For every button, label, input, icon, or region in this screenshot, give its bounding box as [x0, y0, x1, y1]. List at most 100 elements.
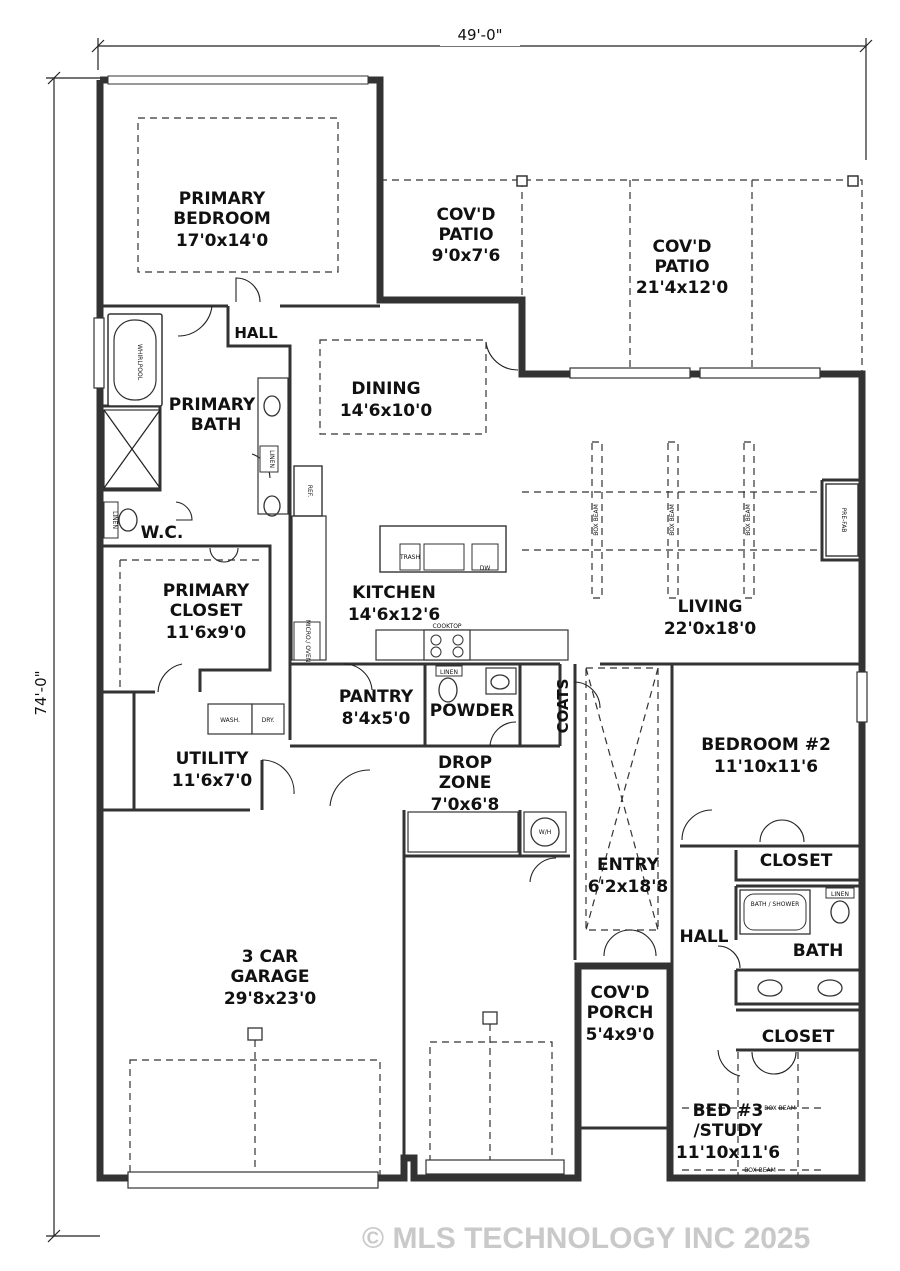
covd-porch-name-2: PORCH [587, 1003, 654, 1023]
dining-name: DINING [351, 379, 420, 399]
overall-depth-dimension: 74'-0" [30, 71, 100, 1243]
living-size: 22'0x18'0 [664, 619, 757, 639]
water-heater [530, 817, 560, 847]
covd-patio-small-size: 9'0x7'6 [432, 246, 501, 266]
primary-bedroom-name-2: BEDROOM [173, 209, 271, 229]
drop-zone-size: 7'0x6'8 [431, 795, 500, 815]
overall-depth-label: 74'-0" [32, 670, 50, 715]
bath-sink-icon [757, 979, 783, 997]
bedroom-2-name: BEDROOM #2 [701, 735, 831, 755]
powder-toilet-icon [438, 677, 458, 703]
entry-name: ENTRY [597, 855, 660, 875]
covd-patio-small-name-2: PATIO [438, 225, 493, 245]
garage-name-2: GARAGE [231, 967, 310, 987]
dining-size: 14'6x10'0 [340, 401, 433, 421]
covd-porch-name-1: COV'D [591, 983, 650, 1003]
whirlpool-tub [107, 313, 163, 407]
powder-linen-label: LINEN [440, 669, 458, 676]
box-beam-label: BOX BEAM [744, 1167, 776, 1174]
dw-label: DW [480, 565, 491, 572]
kitchen-size: 14'6x12'6 [348, 605, 440, 625]
powder-sink-icon [490, 674, 510, 690]
bed-3-name-1: BED #3 [693, 1101, 764, 1121]
whirlpool-label: WHIRLPOOL [136, 344, 143, 381]
garage-size: 29'8x23'0 [224, 989, 317, 1009]
fireplace [825, 483, 859, 557]
bath-toilet-icon [830, 900, 850, 924]
box-beam-label: BOX BEAM [669, 504, 676, 536]
rear-windows [93, 75, 868, 723]
overall-width-dimension: 49'-0" [91, 24, 873, 160]
covd-patio-large-name-1: COV'D [653, 237, 712, 257]
ceiling-features [119, 117, 822, 1189]
living-name: LIVING [678, 597, 743, 617]
wc-linen-label: LINEN [111, 511, 118, 529]
pantry-size: 8'4x5'0 [342, 709, 411, 729]
closet-upper-name: CLOSET [760, 851, 833, 871]
hall-right-name: HALL [679, 927, 728, 947]
box-beam-label: BOX BEAM [764, 1105, 796, 1112]
covd-patio-large-name-2: PATIO [654, 257, 709, 277]
primary-bedroom-name-1: PRIMARY [179, 189, 266, 209]
shower [103, 409, 161, 489]
ref-label: REF. [306, 485, 313, 497]
hall-top-name: HALL [234, 324, 278, 342]
bath-linen-label-2: LINEN [831, 891, 849, 898]
fixtures: WHIRLPOOL LINEN LINEN REF. MICRO./ OVEN … [103, 313, 859, 1174]
primary-closet-name-2: CLOSET [170, 601, 243, 621]
primary-vanity [257, 377, 289, 515]
covd-patio-large-size: 21'4x12'0 [636, 278, 729, 298]
bed-3-name-2: /STUDY [693, 1121, 763, 1141]
bath-name: BATH [793, 941, 844, 961]
bed-3-size: 11'10x11'6 [676, 1143, 780, 1163]
powder-name: POWDER [430, 701, 514, 721]
box-beam-label: BOX BEAM [745, 504, 752, 536]
micro-oven-label: MICRO./ OVEN [304, 620, 311, 663]
utility-name: UTILITY [176, 749, 249, 769]
bath-tub [739, 889, 811, 935]
exterior-walls [96, 76, 866, 1182]
bath-sink-icon [817, 979, 843, 997]
primary-closet-name-1: PRIMARY [163, 581, 250, 601]
drop-zone-name-1: DROP [438, 753, 492, 773]
garage-name-1: 3 CAR [242, 947, 298, 967]
washer-label: WASH. [220, 717, 240, 724]
drop-zone-name-2: ZONE [439, 773, 492, 793]
primary-closet-size: 11'6x9'0 [166, 623, 247, 643]
cooktop [423, 629, 471, 661]
refrigerator [293, 465, 323, 517]
bath-shower-label: BATH / SHOWER [751, 901, 800, 908]
dryer-label: DRY. [262, 717, 275, 724]
bedroom-2-size: 11'10x11'6 [714, 757, 818, 777]
covered-patio-outline [380, 175, 863, 374]
primary-bath-name-2: BATH [191, 415, 242, 435]
dryer [251, 703, 285, 735]
island-sink [423, 543, 465, 571]
pantry-name: PANTRY [339, 687, 414, 707]
box-beam-label: BOX BEAM [593, 504, 600, 536]
room-labels: PRIMARY BEDROOM 17'0x14'0 COV'D PATIO 9'… [141, 189, 844, 1163]
sink-icon [263, 395, 281, 417]
watermark: © MLS TECHNOLOGY INC 2025 [362, 1222, 810, 1255]
covd-porch-size: 5'4x9'0 [586, 1025, 655, 1045]
bath-linen-label: LINEN [268, 450, 275, 468]
micro-oven [293, 621, 321, 661]
entry-size: 6'2x18'8 [588, 877, 669, 897]
covd-patio-small-name-1: COV'D [437, 205, 496, 225]
primary-bath-name-1: PRIMARY [169, 395, 256, 415]
toilet-icon [118, 508, 138, 532]
trash-label: TRASH [399, 554, 420, 561]
kitchen-island [379, 525, 507, 573]
coats-name: COATS [554, 679, 572, 734]
cooktop-counter [375, 629, 569, 661]
kitchen-name: KITCHEN [352, 583, 436, 603]
drop-zone-bench [407, 811, 519, 853]
sink-icon [263, 495, 281, 517]
water-heater-label: W/H [539, 829, 551, 836]
utility-size: 11'6x7'0 [172, 771, 253, 791]
fireplace-label: PRE-FAB [840, 508, 847, 533]
cooktop-label: COOKTOP [432, 623, 461, 630]
closet-lower-name: CLOSET [762, 1027, 835, 1047]
wc-name: W.C. [141, 523, 184, 543]
